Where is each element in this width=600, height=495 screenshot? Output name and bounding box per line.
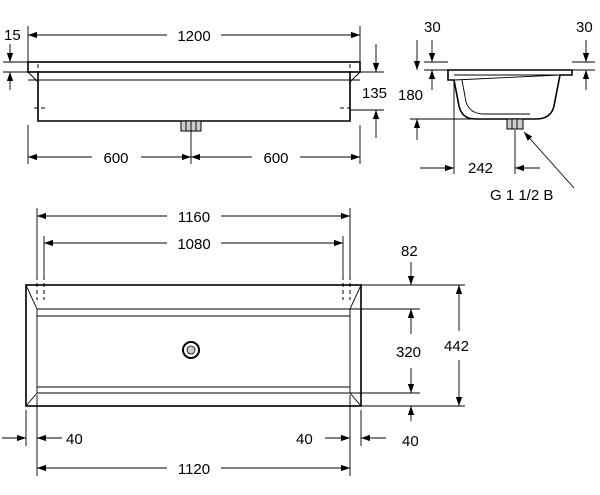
dimension-label: 135	[362, 85, 387, 102]
drain-icon	[182, 341, 200, 359]
dimension-label: 30	[424, 19, 441, 36]
dimension-label: 15	[4, 27, 21, 44]
side-profile	[447, 69, 573, 120]
dimension-label: 40	[402, 433, 419, 450]
thread-label: G 1 1/2 B	[490, 187, 553, 204]
side-view: 30 180 30 242 G 1 1/2 B	[398, 19, 595, 204]
front-view: 1200 15 135 600 600	[3, 26, 387, 167]
dimension-label: 82	[401, 243, 418, 260]
dimension-label: 30	[576, 19, 593, 36]
side-inner-bowl	[461, 79, 530, 115]
plan-view: 1160 1080 82 320 442 40 40	[2, 208, 469, 478]
front-body	[37, 72, 351, 122]
plan-outline	[25, 284, 362, 407]
side-inner-line	[453, 74, 561, 81]
plan-back-ledge	[25, 284, 362, 310]
dimension-label: 40	[296, 431, 313, 448]
dimension-label: 40	[66, 431, 83, 448]
dimension-label: 1080	[177, 236, 210, 253]
dimension-label: 242	[468, 160, 493, 177]
side-outlet	[506, 118, 524, 130]
dimension-label: 180	[398, 87, 423, 104]
dimension-label: 1200	[177, 28, 210, 45]
drain-center	[186, 345, 196, 355]
leader-line	[523, 131, 575, 189]
dimension-label: 442	[444, 338, 469, 355]
dimension-label: 600	[103, 150, 128, 167]
dimension-label: 1160	[178, 209, 210, 226]
dimension-label: 320	[396, 344, 421, 361]
dimension-label: 1120	[178, 461, 210, 478]
front-rim	[27, 61, 361, 73]
front-corner-chamfers	[27, 71, 361, 83]
dimension-label: 600	[263, 150, 288, 167]
